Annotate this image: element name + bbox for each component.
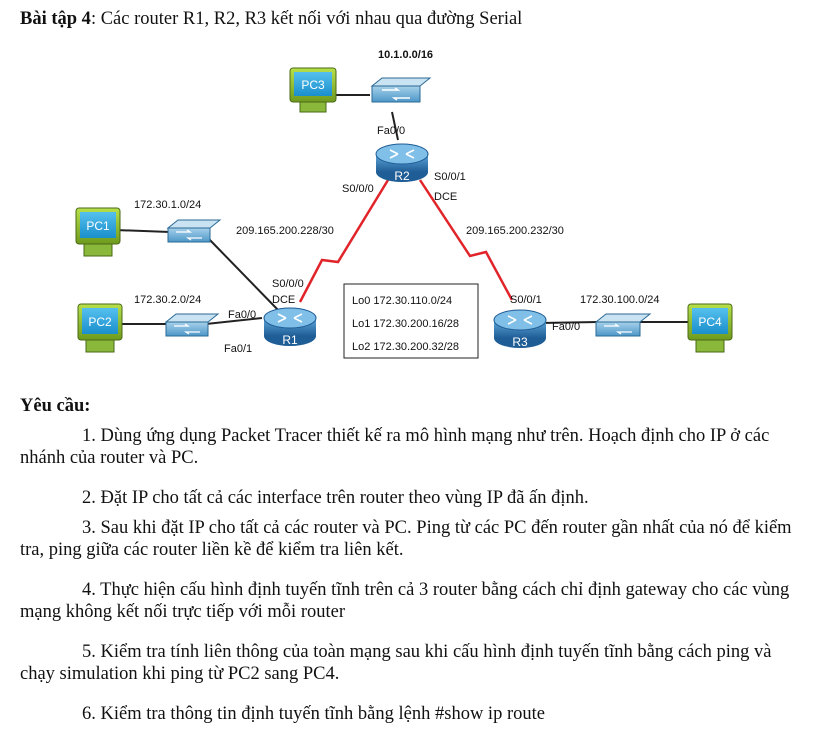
link-switch2-r1 <box>205 317 263 325</box>
r2-r3-link-label: 209.165.200.232/30 <box>466 225 564 237</box>
r1-fa00-label: Fa0/0 <box>228 309 256 321</box>
r2-dce-label: DCE <box>434 191 457 203</box>
pc4-icon: PC4 <box>687 303 733 353</box>
pc3-icon: PC3 <box>289 67 337 113</box>
r3-s001-label: S0/0/1 <box>510 294 542 306</box>
r1-label: R1 <box>282 333 298 347</box>
pc4-label: PC4 <box>698 315 722 329</box>
requirement-item-5: 5. Kiểm tra tính liên thông của toàn mạn… <box>20 642 772 684</box>
pc1-icon: PC1 <box>75 207 121 257</box>
exercise-title-text: : Các router R1, R2, R3 kết nối với nhau… <box>90 9 523 29</box>
requirement-item-1: 1. Dùng ứng dụng Packet Tracer thiết kế … <box>20 426 770 468</box>
r1-s000-label: S0/0/0 <box>272 278 304 290</box>
switch-pc3-icon <box>370 77 432 103</box>
loopback-1: Lo1 172.30.200.16/28 <box>352 318 459 330</box>
pc3-network-label: 10.1.0.0/16 <box>378 49 433 61</box>
pc4-network-label: 172.30.100.0/24 <box>580 294 660 306</box>
r3-fa00-label: Fa0/0 <box>552 321 580 333</box>
switch-pc4-icon <box>594 313 652 337</box>
serial-links <box>298 179 514 303</box>
r2-s000-label: S0/0/0 <box>342 183 374 195</box>
pc1-label: PC1 <box>86 219 110 233</box>
exercise-title-prefix: Bài tập 4 <box>20 9 91 29</box>
r1-fa01-label: Fa0/1 <box>224 343 252 355</box>
ethernet-links <box>114 94 690 325</box>
requirement-item-6: 6. Kiểm tra thông tin định tuyến tĩnh bằ… <box>82 704 545 724</box>
serial-link-r2-r3 <box>418 179 514 301</box>
exercise-title: Bài tập 4: Các router R1, R2, R3 kết nối… <box>20 8 522 30</box>
r2-r3-loopback-box: Lo0 172.30.110.0/24 Lo1 172.30.200.16/28… <box>343 283 479 359</box>
loopback-0: Lo0 172.30.110.0/24 <box>352 295 452 307</box>
r3-label: R3 <box>512 335 528 349</box>
requirement-item-4: 4. Thực hiện cấu hình định tuyến tĩnh tr… <box>20 580 790 622</box>
pc2-icon: PC2 <box>77 303 123 353</box>
router-r2-icon: R2 <box>375 143 429 183</box>
r2-fa00-label: Fa0/0 <box>377 125 405 137</box>
pc2-label: PC2 <box>88 315 112 329</box>
r1-dce-label: DCE <box>272 294 295 306</box>
requirement-item-3: 3. Sau khi đặt IP cho tất cả các router … <box>20 518 792 560</box>
link-switch3-r2 <box>391 111 399 141</box>
r2-label: R2 <box>394 169 410 183</box>
router-r3-icon: R3 <box>493 309 547 349</box>
link-pc1-switch <box>114 229 171 233</box>
switch-pc2-icon <box>164 313 220 337</box>
r1-r2-link-label: 209.165.200.228/30 <box>236 225 334 237</box>
pc2-network-label: 172.30.2.0/24 <box>134 294 201 306</box>
link-r3-switch <box>539 321 599 324</box>
pc1-network-label: 172.30.1.0/24 <box>134 199 201 211</box>
link-switch1-r1 <box>207 237 281 313</box>
loopback-2: Lo2 172.30.200.32/28 <box>352 341 459 353</box>
pc3-label: PC3 <box>301 78 325 92</box>
switch-pc1-icon <box>166 219 222 243</box>
router-r1-icon: R1 <box>263 307 317 347</box>
network-topology-diagram: PC3 R2 PC1 PC2 <box>75 49 733 359</box>
serial-link-r1-r2 <box>298 179 390 303</box>
requirements-heading: Yêu cầu: <box>20 396 91 416</box>
requirement-item-2: 2. Đặt IP cho tất cả các interface trên … <box>82 488 589 508</box>
r2-s001-label: S0/0/1 <box>434 171 466 183</box>
